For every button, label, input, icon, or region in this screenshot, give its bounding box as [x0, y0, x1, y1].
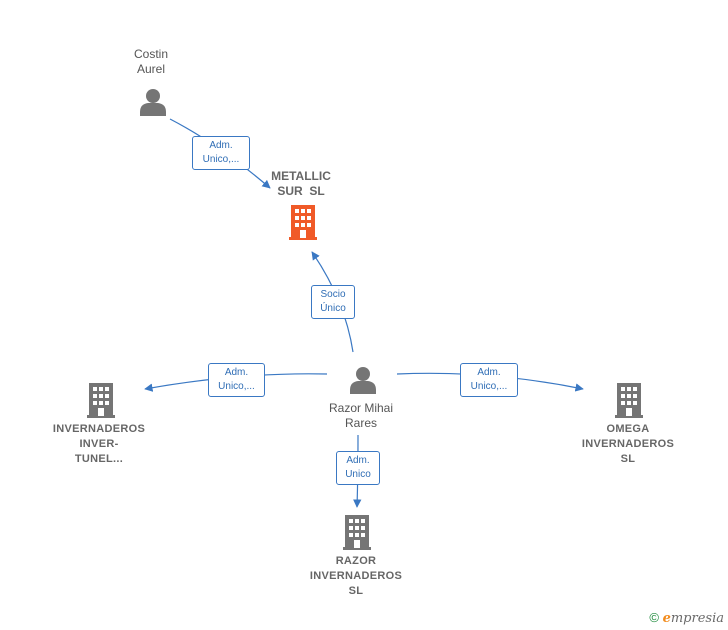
- person-icon: [140, 89, 166, 116]
- edge-label-razor-metallic[interactable]: Socio Único: [311, 285, 355, 319]
- person-icon: [350, 367, 376, 394]
- node-label-costin[interactable]: Costin Aurel: [86, 47, 216, 77]
- empresia-logo: empresia: [662, 611, 724, 626]
- node-label-metallic[interactable]: METALLIC SUR SL: [236, 169, 366, 199]
- node-name-line: Razor Mihai: [328, 401, 394, 415]
- node-name-line: RAZOR: [335, 555, 377, 567]
- building-icon: [615, 383, 643, 418]
- node-label-omega[interactable]: OMEGA INVERNADEROS SL: [563, 422, 693, 467]
- node-label-razor-person[interactable]: Razor Mihai Rares: [296, 401, 426, 431]
- edge-label-line: Adm.: [477, 367, 501, 378]
- node-name-line: SL: [620, 453, 636, 465]
- edge-label-razor-omega[interactable]: Adm. Unico,...: [460, 363, 518, 397]
- edge-label-line: Unico,...: [470, 381, 508, 392]
- node-name-line: INVERNADEROS: [52, 423, 146, 435]
- edge-label-line: Adm.: [346, 455, 370, 466]
- node-name-line: Costin: [133, 47, 168, 61]
- node-name-line: INVER-: [79, 438, 119, 450]
- edge-label-line: Único: [320, 303, 346, 314]
- node-name-line: INVERNADEROS: [581, 438, 675, 450]
- node-name-line: Rares: [344, 416, 377, 430]
- node-label-razor-inv[interactable]: RAZOR INVERNADEROS SL: [291, 554, 421, 599]
- edge-label-costin-metallic[interactable]: Adm. Unico,...: [192, 136, 250, 170]
- edge-label-line: Unico,...: [218, 381, 255, 392]
- edge-label-line: Adm.: [209, 140, 233, 151]
- node-name-line: Aurel: [136, 62, 165, 76]
- building-icon: [289, 205, 317, 240]
- edge-label-line: Unico: [345, 469, 371, 480]
- copyright-icon: ©: [649, 610, 659, 625]
- edge-label-razor-tunel[interactable]: Adm. Unico,...: [208, 363, 265, 397]
- node-name-line: TUNEL...: [74, 453, 124, 465]
- node-name-line: SL: [348, 585, 364, 597]
- edge-label-line: Adm.: [224, 367, 249, 378]
- node-label-inver-tunel[interactable]: INVERNADEROS INVER- TUNEL...: [34, 422, 164, 467]
- node-name-line: OMEGA: [606, 423, 650, 435]
- node-name-line: SUR SL: [277, 184, 325, 198]
- edge-label-razor-razorinv[interactable]: Adm. Unico: [336, 451, 380, 485]
- edge-label-line: Socio: [320, 289, 346, 300]
- edge-label-line: Unico,...: [202, 154, 240, 165]
- empresia-watermark: © empresia: [649, 610, 724, 626]
- node-name-line: INVERNADEROS: [309, 570, 403, 582]
- building-icon: [87, 383, 115, 418]
- node-name-line: METALLIC: [271, 169, 331, 183]
- building-icon: [343, 515, 371, 550]
